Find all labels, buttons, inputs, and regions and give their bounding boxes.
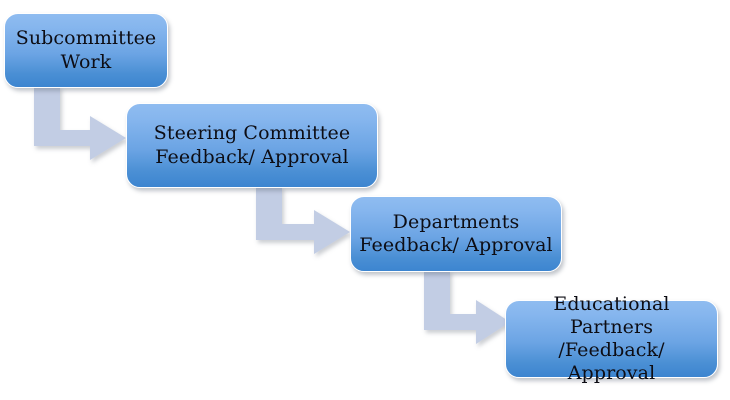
connector-arrow-departments-to-partners [424, 270, 512, 348]
process-node-departments[interactable]: Departments Feedback/ Approval [350, 196, 562, 272]
arrow-shape [256, 186, 350, 254]
node-label: Departments Feedback/ Approval [359, 210, 553, 256]
arrow-shape [424, 270, 510, 344]
connector-arrow-subcommittee-to-steering [34, 86, 130, 166]
node-label: Steering Committee Feedback/ Approval [153, 122, 351, 168]
process-node-subcommittee-work[interactable]: Subcommittee Work [4, 13, 168, 88]
node-label: Subcommittee Work [15, 27, 157, 73]
connector-arrow-steering-to-departments [256, 186, 356, 258]
process-node-educational-partners[interactable]: Educational Partners /Feedback/ Approval [505, 293, 718, 384]
node-label: Educational Partners /Feedback/ Approval [553, 292, 670, 385]
arrow-shape [34, 86, 126, 160]
process-node-steering-committee[interactable]: Steering Committee Feedback/ Approval [126, 103, 378, 188]
